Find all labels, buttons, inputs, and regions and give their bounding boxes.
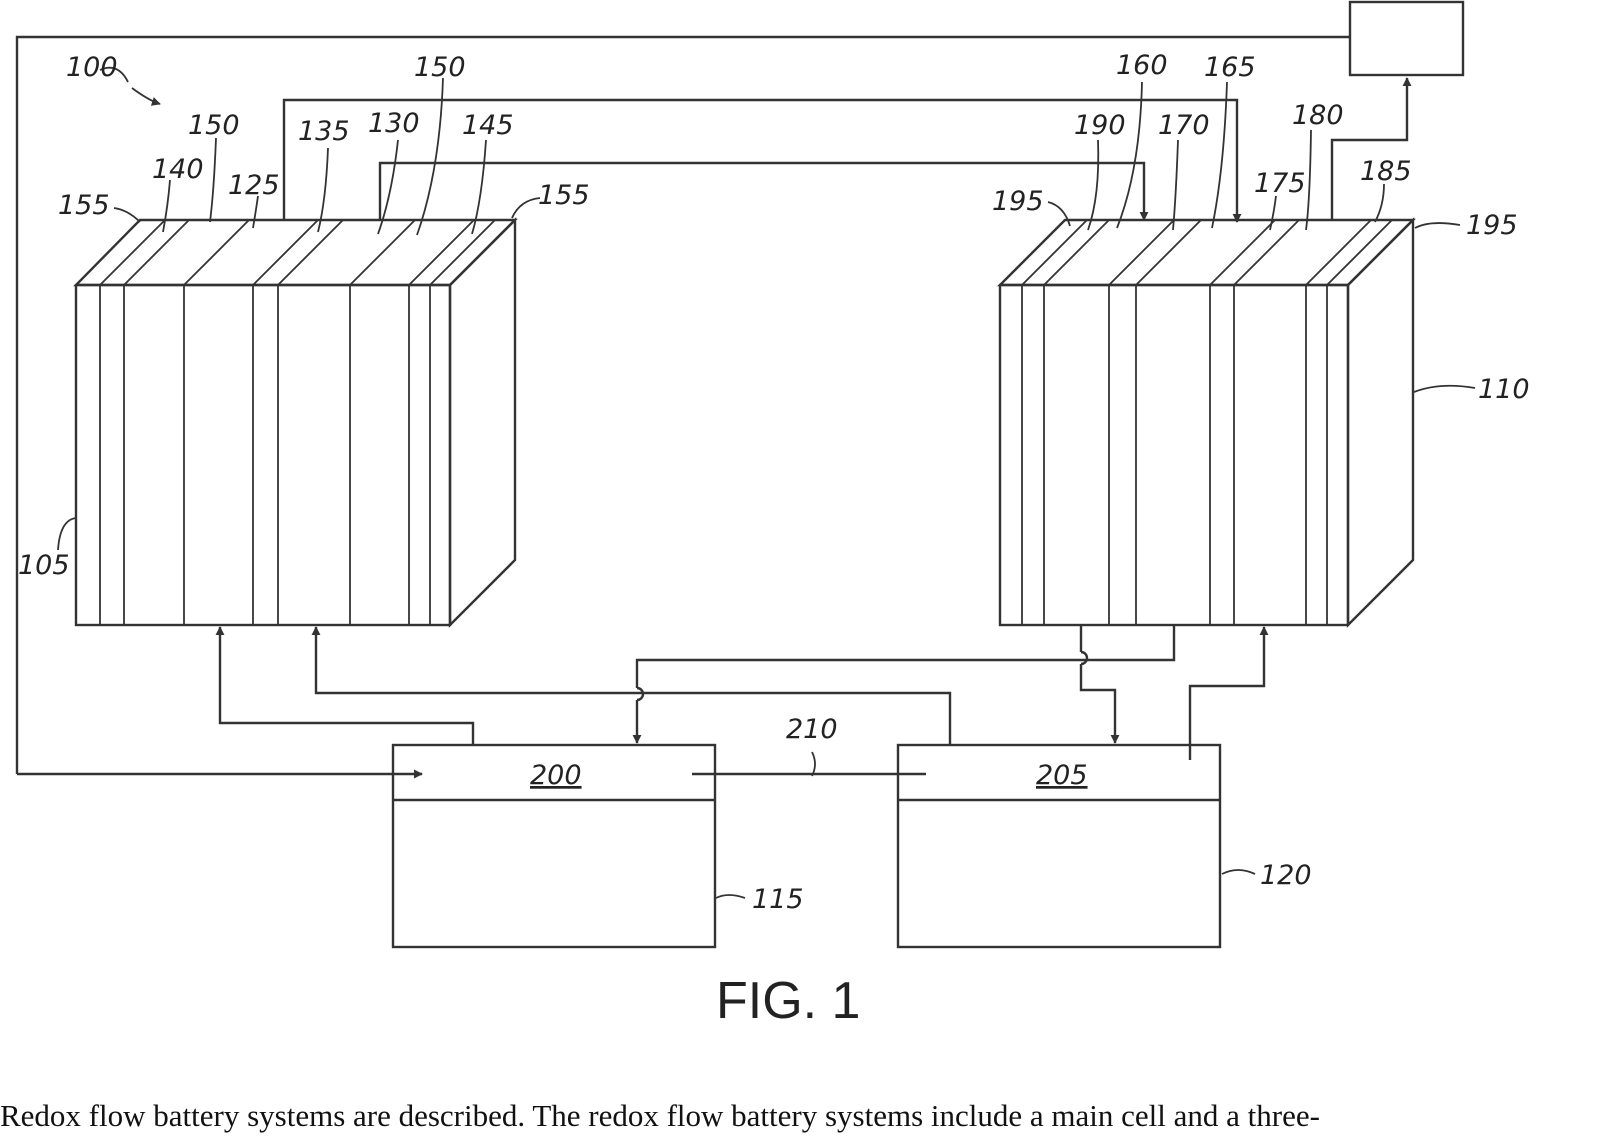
label-180: 180 (1292, 100, 1344, 131)
label-155-left-a: 155 (58, 190, 110, 221)
label-150-left-a: 150 (188, 110, 240, 141)
label-210: 210 (786, 714, 838, 745)
label-155-left-b: 155 (538, 180, 590, 211)
label-135: 135 (298, 116, 350, 147)
label-165: 165 (1204, 52, 1256, 83)
label-115: 115 (752, 884, 804, 915)
label-140: 140 (152, 154, 204, 185)
figure-caption: FIG. 1 (716, 972, 860, 1030)
label-100: 100 (66, 52, 118, 83)
label-160: 160 (1116, 50, 1168, 81)
tank-label-200: 200 (530, 760, 582, 791)
label-190: 190 (1074, 110, 1126, 141)
label-145: 145 (462, 110, 514, 141)
label-175: 175 (1254, 168, 1306, 199)
label-110: 110 (1478, 374, 1530, 405)
label-195-right-b: 195 (1466, 210, 1518, 241)
label-195-right-a: 195 (992, 186, 1044, 217)
connecting-lines (17, 37, 1407, 774)
label-105: 105 (18, 550, 70, 581)
body-paragraph: Redox flow battery systems are described… (0, 1096, 1605, 1136)
tank-label-205: 205 (1036, 760, 1088, 791)
label-170: 170 (1158, 110, 1210, 141)
reference-labels: 100 155 140 150 125 135 130 150 145 155 … (18, 50, 1530, 1030)
label-185: 185 (1360, 156, 1412, 187)
fuel-cell-system-diagram: 100 155 140 150 125 135 130 150 145 155 … (0, 0, 1605, 1095)
label-120: 120 (1260, 860, 1312, 891)
label-150-left-b: 150 (414, 52, 466, 83)
load-box (1350, 2, 1463, 75)
label-125: 125 (228, 170, 280, 201)
label-130: 130 (368, 108, 420, 139)
right-cell-stack (1000, 220, 1413, 625)
left-cell-stack (76, 220, 515, 625)
